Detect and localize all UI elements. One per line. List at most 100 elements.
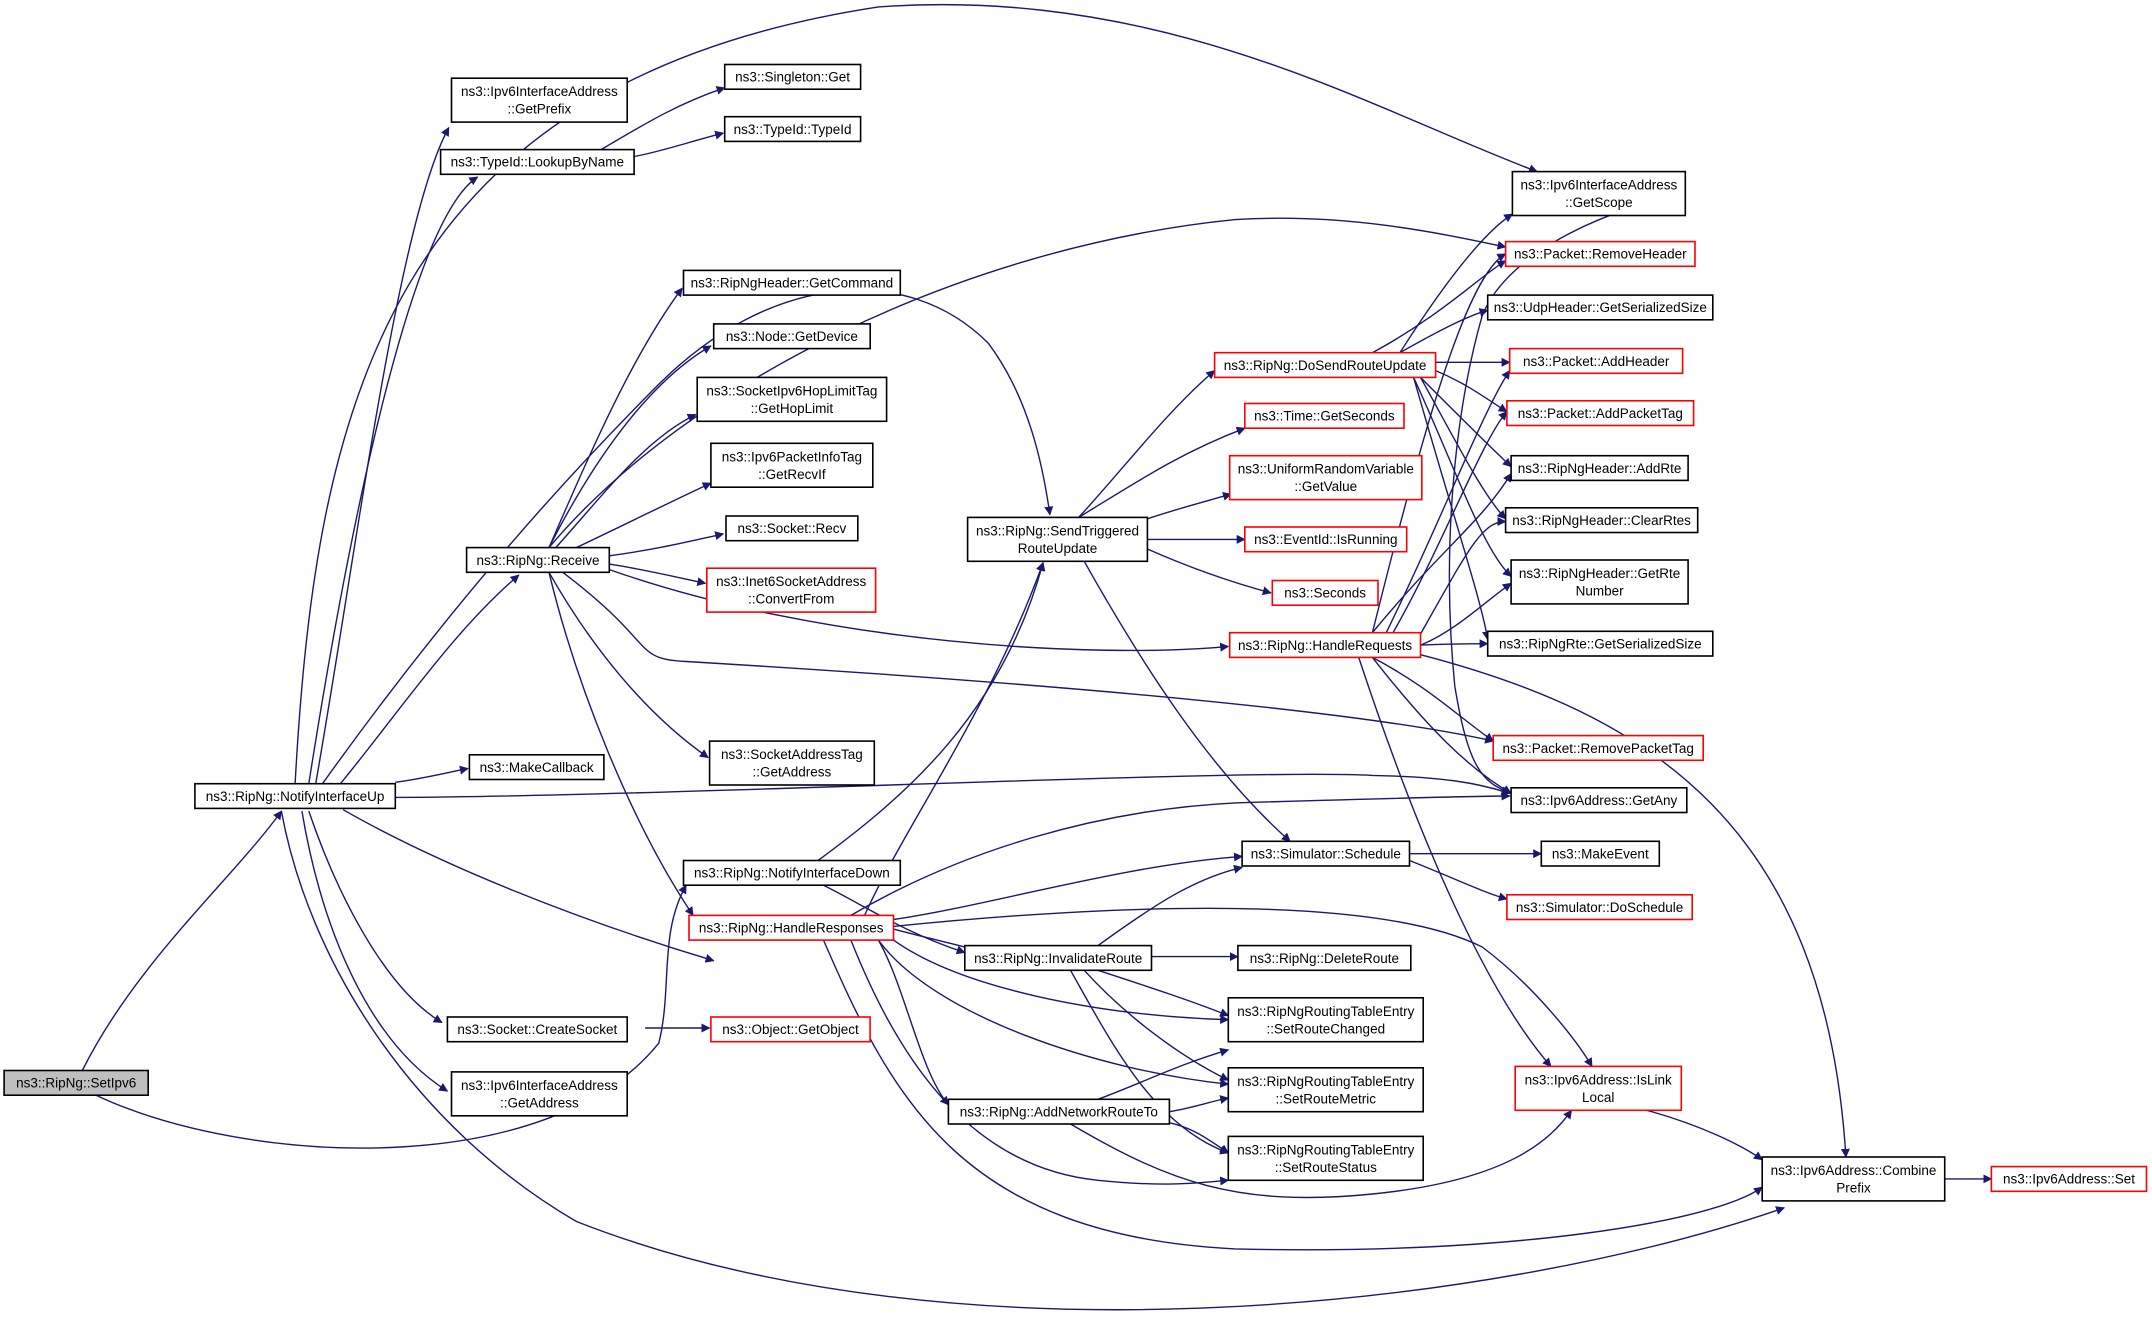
node-setchanged[interactable]: ns3::RipNgRoutingTableEntry::SetRouteCha… xyxy=(1227,996,1425,1043)
node-getrecvif[interactable]: ns3::Ipv6PacketInfoTag::GetRecvIf xyxy=(710,442,874,488)
node-label: ns3::RipNgRoutingTableEntry xyxy=(1237,1074,1414,1089)
node-box xyxy=(947,1098,1171,1125)
node-label: ns3::Ipv6InterfaceAddress xyxy=(1520,178,1677,193)
node-box xyxy=(1228,454,1423,501)
call-edge xyxy=(1399,213,1514,354)
node-box xyxy=(1241,840,1411,867)
node-gethoplimit[interactable]: ns3::SocketIpv6HopLimitTag::GetHopLimit xyxy=(696,376,888,423)
node-setstatus[interactable]: ns3::RipNgRoutingTableEntry::SetRouteSta… xyxy=(1227,1135,1425,1182)
node-deleteroute[interactable]: ns3::RipNg::DeleteRoute xyxy=(1237,944,1412,972)
node-notifydown[interactable]: ns3::RipNg::NotifyInterfaceDown xyxy=(682,859,902,887)
node-box xyxy=(1504,240,1696,268)
node-label: ns3::RipNg::AddNetworkRouteTo xyxy=(960,1105,1158,1120)
node-getobject[interactable]: ns3::Object::GetObject xyxy=(710,1016,871,1043)
node-box xyxy=(1761,1156,1946,1202)
node-getprefix[interactable]: ns3::Ipv6InterfaceAddress::GetPrefix xyxy=(450,77,628,123)
node-label: ns3::Socket::CreateSocket xyxy=(457,1022,617,1037)
node-label: ns3::Object::GetObject xyxy=(722,1022,859,1037)
node-label: ns3::UniformRandomVariable xyxy=(1238,462,1414,477)
call-edge xyxy=(576,482,712,549)
node-recv[interactable]: ns3::Socket::Recv xyxy=(725,515,859,542)
node-setmetric[interactable]: ns3::RipNgRoutingTableEntry::SetRouteMet… xyxy=(1227,1067,1425,1113)
node-typeid[interactable]: ns3::TypeId::TypeId xyxy=(723,115,862,143)
node-udpsize[interactable]: ns3::UdpHeader::GetSerializedSize xyxy=(1486,294,1714,321)
node-box xyxy=(465,546,611,574)
node-label: ns3::Packet::AddPacketTag xyxy=(1518,406,1683,421)
node-clearrtes[interactable]: ns3::RipNgHeader::ClearRtes xyxy=(1504,506,1699,534)
node-getdevice[interactable]: ns3::Node::GetDevice xyxy=(712,323,872,350)
node-invalidate[interactable]: ns3::RipNg::InvalidateRoute xyxy=(963,944,1153,972)
node-doschedule[interactable]: ns3::Simulator::DoSchedule xyxy=(1506,893,1694,921)
node-setipv6[interactable]: ns3::RipNg::SetIpv6 xyxy=(3,1069,150,1097)
node-label: ns3::UdpHeader::GetSerializedSize xyxy=(1494,300,1707,315)
node-box xyxy=(1486,294,1714,321)
node-ifaddrgetaddr[interactable]: ns3::Ipv6InterfaceAddress::GetAddress xyxy=(450,1071,628,1117)
node-getany[interactable]: ns3::Ipv6Address::GetAny xyxy=(1510,786,1688,814)
node-seconds[interactable]: ns3::Seconds xyxy=(1271,579,1379,607)
node-singleton[interactable]: ns3::Singleton::Get xyxy=(723,63,862,91)
call-edge xyxy=(1169,1122,1230,1154)
node-label: ns3::EventId::IsRunning xyxy=(1254,532,1397,547)
node-removeheader[interactable]: ns3::Packet::RemoveHeader xyxy=(1504,240,1696,268)
node-label: ns3::MakeCallback xyxy=(480,760,594,775)
node-schedule[interactable]: ns3::Simulator::Schedule xyxy=(1241,840,1411,867)
node-addheader[interactable]: ns3::Packet::AddHeader xyxy=(1508,347,1684,375)
node-box xyxy=(723,115,862,143)
call-edge xyxy=(877,939,949,1106)
call-edge xyxy=(548,287,683,548)
call-edge xyxy=(1069,969,1230,1155)
node-box xyxy=(1486,630,1714,657)
node-ipv6set[interactable]: ns3::Ipv6Address::Set xyxy=(1990,1165,2148,1193)
node-getseconds[interactable]: ns3::Time::GetSeconds xyxy=(1244,402,1405,430)
node-createsocket[interactable]: ns3::Socket::CreateSocket xyxy=(446,1016,628,1043)
node-box xyxy=(1244,526,1408,553)
node-label: ns3::Ipv6Address::Combine xyxy=(1771,1163,1937,1178)
node-label: ns3::RipNgHeader::ClearRtes xyxy=(1512,513,1691,528)
node-label: ns3::RipNg::DeleteRoute xyxy=(1250,951,1399,966)
node-label: ns3::Packet::RemovePacketTag xyxy=(1503,741,1694,756)
node-isrunning[interactable]: ns3::EventId::IsRunning xyxy=(1244,526,1408,553)
node-label: ns3::RipNg::SendTriggered xyxy=(976,523,1139,538)
node-box xyxy=(708,740,876,786)
node-box xyxy=(712,323,872,350)
node-receive[interactable]: ns3::RipNg::Receive xyxy=(465,546,611,574)
node-lookup[interactable]: ns3::TypeId::LookupByName xyxy=(439,148,635,176)
node-addnetroute[interactable]: ns3::RipNg::AddNetworkRouteTo xyxy=(947,1098,1171,1125)
node-getscope[interactable]: ns3::Ipv6InterfaceAddress::GetScope xyxy=(1511,170,1687,217)
node-removepackettag[interactable]: ns3::Packet::RemovePacketTag xyxy=(1492,734,1704,762)
node-addpackettag[interactable]: ns3::Packet::AddPacketTag xyxy=(1506,399,1695,427)
node-urvgetvalue[interactable]: ns3::UniformRandomVariable::GetValue xyxy=(1228,454,1423,501)
call-edge xyxy=(850,791,1511,917)
node-convertfrom[interactable]: ns3::Inet6SocketAddress::ConvertFrom xyxy=(705,567,877,613)
call-edge xyxy=(893,928,974,957)
node-box xyxy=(1237,944,1412,972)
node-makecallback[interactable]: ns3::MakeCallback xyxy=(468,753,605,781)
node-dosend[interactable]: ns3::RipNg::DoSendRouteUpdate xyxy=(1213,351,1437,379)
call-edge xyxy=(1097,1047,1230,1100)
node-box xyxy=(710,1016,871,1043)
call-edge xyxy=(308,810,443,1024)
node-handlereq[interactable]: ns3::RipNg::HandleRequests xyxy=(1228,631,1422,659)
node-label: ::SetRouteChanged xyxy=(1267,1021,1386,1036)
call-edge xyxy=(1392,411,1508,634)
node-label: Prefix xyxy=(1836,1181,1871,1196)
node-notifyup[interactable]: ns3::RipNg::NotifyInterfaceUp xyxy=(194,782,397,810)
call-edge xyxy=(1420,376,1512,468)
node-label: RouteUpdate xyxy=(1018,541,1098,556)
call-edge xyxy=(609,531,725,557)
node-addrte[interactable]: ns3::RipNgHeader::AddRte xyxy=(1510,454,1689,482)
node-handleresp[interactable]: ns3::RipNg::HandleResponses xyxy=(688,914,895,941)
node-makeevent[interactable]: ns3::MakeEvent xyxy=(1540,840,1661,867)
node-rtesize[interactable]: ns3::RipNgRte::GetSerializedSize xyxy=(1486,630,1714,657)
node-getcommand[interactable]: ns3::RipNgHeader::GetCommand xyxy=(682,269,902,296)
call-edge xyxy=(1420,639,1489,649)
node-label: ns3::Ipv6InterfaceAddress xyxy=(461,1078,618,1093)
node-label: ns3::Time::GetSeconds xyxy=(1254,409,1395,424)
node-label: ::SetRouteMetric xyxy=(1276,1091,1377,1106)
node-box xyxy=(1510,786,1688,814)
node-sockaddrtag[interactable]: ns3::SocketAddressTag::GetAddress xyxy=(708,740,876,786)
